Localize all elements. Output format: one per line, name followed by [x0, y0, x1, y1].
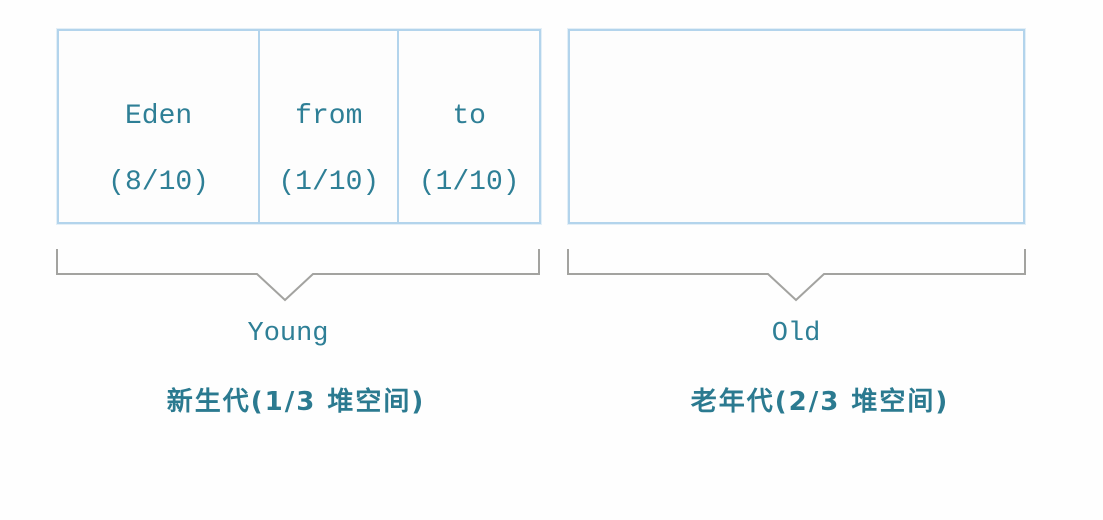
from-survivor-cell: from (1/10) [258, 31, 397, 222]
young-chinese-sublabel: 新生代(1/3 堆空间) [166, 387, 426, 417]
old-bracket [567, 249, 1026, 302]
young-label: Young [247, 319, 329, 349]
old-label: Old [771, 319, 821, 349]
to-survivor-name: to [452, 100, 486, 132]
eden-space-name: Eden [124, 100, 193, 132]
old-chinese-sublabel: 老年代(2/3 堆空间) [690, 387, 950, 417]
young-generation-box: Eden (8/10) from (1/10) to (1/10) [57, 29, 541, 224]
to-survivor-cell: to (1/10) [397, 31, 539, 222]
from-survivor-fraction: (1/10) [278, 166, 380, 198]
young-bracket [56, 249, 540, 302]
from-survivor-name: from [295, 100, 363, 132]
to-survivor-fraction: (1/10) [418, 166, 520, 198]
eden-space-cell: Eden (8/10) [59, 31, 258, 222]
eden-space-fraction: (8/10) [108, 166, 209, 198]
old-generation-box [568, 29, 1025, 224]
